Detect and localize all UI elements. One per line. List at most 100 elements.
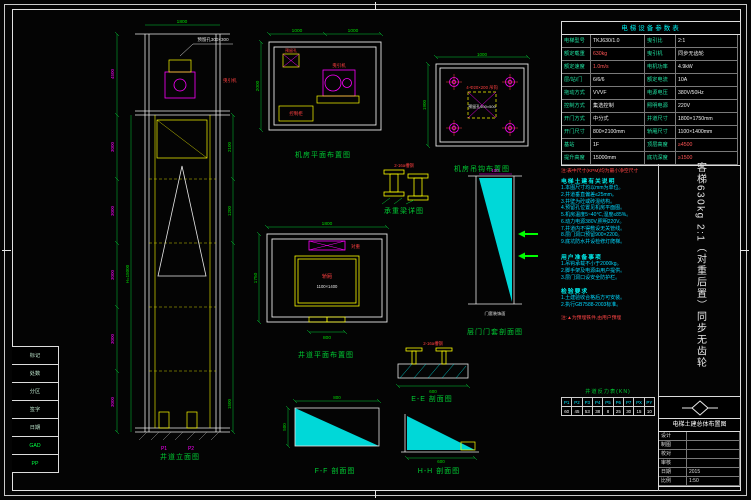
dim-text: 1200 xyxy=(227,205,232,216)
param-label: 照明电源 xyxy=(645,100,676,113)
hole-callout-text: 预留孔300×300 xyxy=(197,36,229,43)
reaction-value: 60 xyxy=(562,407,573,416)
drawing-series-title: 客梯630kg 2:1（对重后置）同步无齿轮 xyxy=(660,162,740,394)
dim-text: 1500 xyxy=(227,398,232,409)
drawing-series-title-text: 客梯630kg 2:1（对重后置）同步无齿轮 xyxy=(694,162,706,369)
pit-mark: P2 xyxy=(188,446,194,452)
parameter-table-title: 电梯设备参数表 xyxy=(562,22,740,35)
param-label: 轿厢尺寸 xyxy=(645,126,676,139)
param-label: 顶层高度 xyxy=(645,139,676,152)
sill-fill xyxy=(407,416,475,450)
dimension-lines xyxy=(404,455,478,461)
pit-mark: P1 xyxy=(161,446,167,452)
beam-detail-label: 承重梁详图 xyxy=(384,208,424,215)
beam-note: 2-16a槽钢 xyxy=(394,162,414,169)
hook-room-walls xyxy=(435,63,529,147)
embed-note: 注:▲为预埋铁件,由用户预埋 xyxy=(561,316,622,321)
signature-cell: 分区 xyxy=(12,383,59,401)
door-detail-label: 层门门套剖面图 xyxy=(467,329,523,336)
param-label: 电梯型号 xyxy=(562,35,591,48)
signature-cell: 签字 xyxy=(12,401,59,419)
param-value: VVVF xyxy=(591,87,645,100)
signature-strip: 标记 处数 分区 签字 日期 GAD PP xyxy=(12,346,59,473)
dim-text: 1000 xyxy=(292,28,303,34)
param-value: 6/6/6 xyxy=(591,74,645,87)
param-value: 15000mm xyxy=(591,152,645,165)
title-block-row: 制图 xyxy=(659,441,740,450)
shaft-elevation-drawing: 预留孔300×300 曳引机 4500 3000 3000 3000 3000 xyxy=(110,19,237,452)
dim-text: 1000 xyxy=(348,28,359,34)
dim-text: 600 xyxy=(437,459,445,464)
reaction-header: P4 xyxy=(592,398,604,407)
param-value: 2:1 xyxy=(676,35,738,48)
title-block-row: 审核 xyxy=(659,459,740,468)
reaction-table-grid: P1 P2 P3 P4 P5 P6 P7 PX PY 60 45 53 38 8… xyxy=(561,397,655,416)
apron-outline xyxy=(294,407,380,447)
machine-room-plan-label: 机房平面布置图 xyxy=(295,152,351,159)
car-plan xyxy=(294,255,360,307)
param-value: 220V xyxy=(676,100,738,113)
dim-text: 2000 xyxy=(255,80,261,91)
reaction-value: 30 xyxy=(623,407,635,416)
machine-room-plan-drawing: 1000 1000 2000 曳引机 控制柜 预留孔 xyxy=(255,28,384,133)
floor-hole xyxy=(282,53,300,68)
section-hh-label: H-H 剖面图 xyxy=(417,468,461,475)
tb-label: 日期 xyxy=(659,468,687,477)
param-label: 底坑深度 xyxy=(645,152,676,165)
param-label: 额定载重 xyxy=(562,48,591,61)
tb-value xyxy=(687,441,740,450)
param-label: 曳引机 xyxy=(645,48,676,61)
dim-text: 1000 xyxy=(477,52,488,57)
param-label: 额定速度 xyxy=(562,61,591,74)
param-value: 同步无齿轮 xyxy=(676,48,738,61)
param-value: 800×2100mm xyxy=(591,126,645,139)
param-label: 额定电流 xyxy=(645,74,676,87)
hook-plan-label: 机房吊钩布置图 xyxy=(454,166,510,173)
param-label: 电机功率 xyxy=(645,61,676,74)
param-label: 拖动方式 xyxy=(562,87,591,100)
dim-text: 4500 xyxy=(110,68,115,79)
param-value: ≥1500 xyxy=(676,152,738,165)
machine-callout-text: 曳引机 xyxy=(223,77,237,84)
slab xyxy=(397,363,469,379)
center-tick-right xyxy=(740,250,749,251)
tb-value: 2015 xyxy=(687,468,740,477)
dim-text: 1800 xyxy=(177,19,188,25)
car-size: 1100×1400 xyxy=(317,284,338,289)
param-label: 提升高度 xyxy=(562,152,591,165)
dim-text: 600 xyxy=(429,389,437,394)
param-value: 1.0m/s xyxy=(591,61,645,74)
reserved-hole xyxy=(467,91,497,119)
beam-note: 2-16a槽钢 xyxy=(423,340,443,347)
sill-angle xyxy=(460,441,476,451)
dim-text: 3000 xyxy=(110,205,115,216)
reaction-header: P7 xyxy=(623,398,635,407)
dimension-lines xyxy=(285,398,382,449)
owner-prep-body: 1.吊钩承载不小于2000kg。 2.脚手架及电源由用户提供。 3.层门洞口设安… xyxy=(561,261,626,281)
param-value: 4.9kW xyxy=(676,61,738,74)
traction-machine-plan xyxy=(322,69,356,97)
dim-text: 1800 xyxy=(322,221,333,227)
dim-text: 100 xyxy=(491,168,499,173)
dim-text: 1900 xyxy=(422,99,427,110)
reaction-value: 15 xyxy=(634,407,645,416)
tb-label: 制图 xyxy=(659,441,687,450)
title-block-row: 设计 xyxy=(659,432,740,441)
dim-text: 500 xyxy=(282,423,287,431)
reaction-header: P5 xyxy=(603,398,614,407)
shaft-elevation-label: 井道立面图 xyxy=(160,454,200,461)
dim-text: 3000 xyxy=(110,141,115,152)
table-ref-note: 注:表中尺寸(KPM)均为最小净空尺寸 xyxy=(561,169,639,174)
traction-machine-elevation xyxy=(164,43,233,99)
cwt-label: 对重 xyxy=(351,243,360,249)
control-cabinet xyxy=(278,105,314,122)
dim-text: 2100 xyxy=(227,141,232,152)
tb-label: 设计 xyxy=(659,432,687,441)
param-label: 井道尺寸 xyxy=(645,113,676,126)
cabinet-label: 控制柜 xyxy=(289,110,303,117)
pit-hatch xyxy=(138,431,220,441)
